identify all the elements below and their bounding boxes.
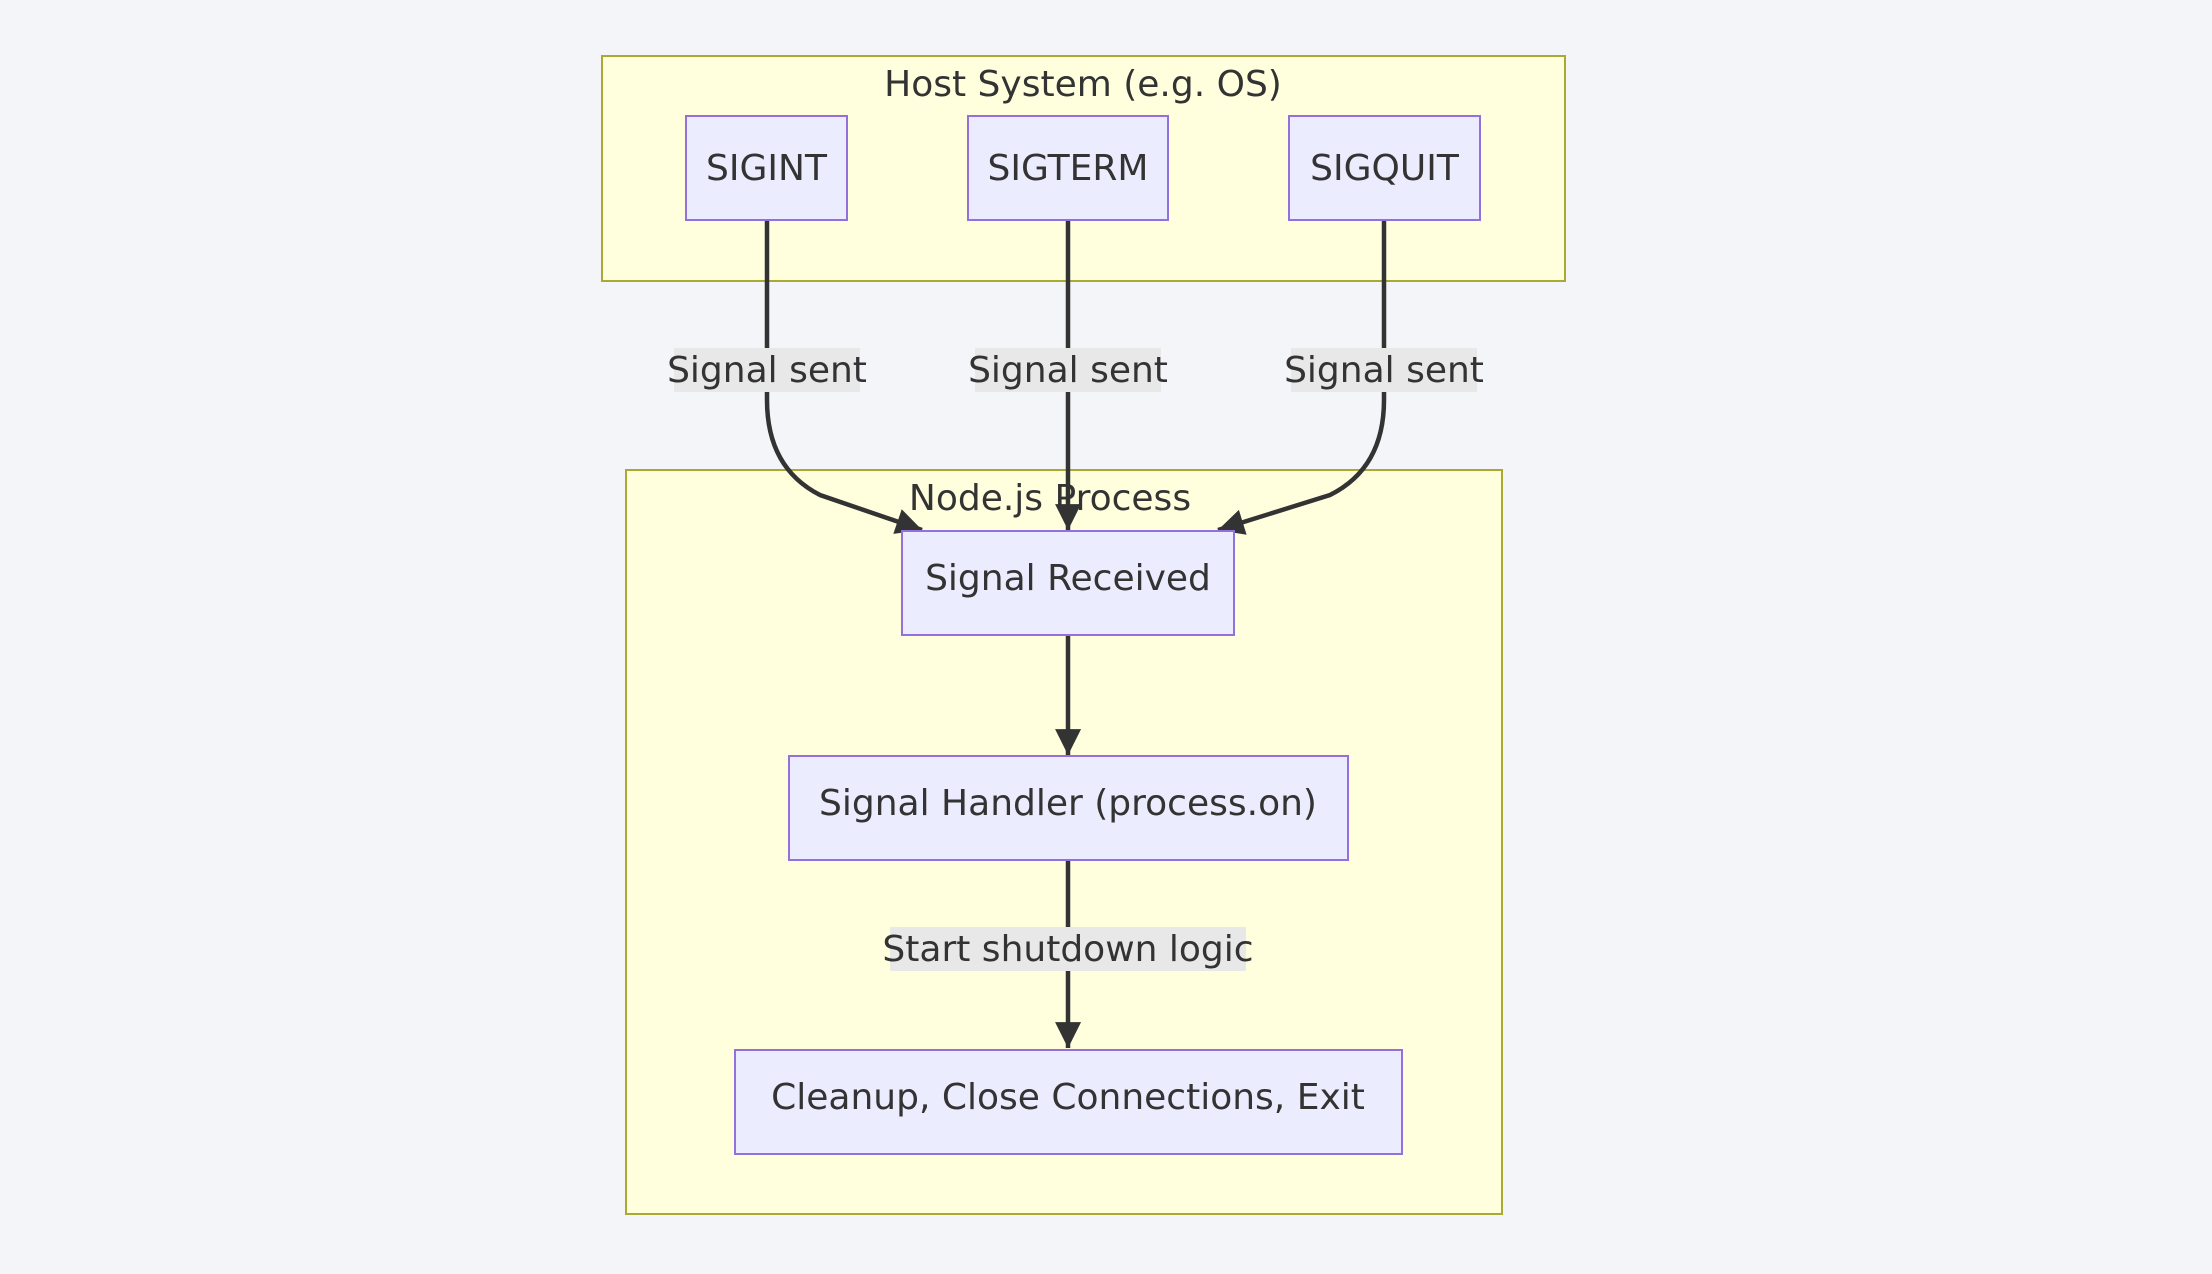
cluster-host-system-label: Host System (e.g. OS) <box>884 64 1282 105</box>
edge-label-sigterm: Signal sent <box>968 348 1168 392</box>
edge-label-shutdown-text: Start shutdown logic <box>882 929 1253 970</box>
edge-label-sigterm-text: Signal sent <box>968 350 1168 391</box>
node-signal-received-label: Signal Received <box>925 558 1211 599</box>
node-signal-handler[interactable]: Signal Handler (process.on) <box>788 755 1349 861</box>
edge-label-sigquit-text: Signal sent <box>1284 350 1484 391</box>
node-sigquit-label: SIGQUIT <box>1310 148 1460 189</box>
node-sigint[interactable]: SIGINT <box>685 115 848 221</box>
node-sigint-label: SIGINT <box>706 148 828 189</box>
node-sigquit[interactable]: SIGQUIT <box>1288 115 1481 221</box>
edge-label-sigquit: Signal sent <box>1284 348 1484 392</box>
edge-sigquit-to-received <box>1217 220 1387 535</box>
edge-label-shutdown: Start shutdown logic <box>882 927 1254 971</box>
node-signal-handler-label: Signal Handler (process.on) <box>819 783 1317 824</box>
edge-label-sigint-text: Signal sent <box>667 350 867 391</box>
node-sigterm-label: SIGTERM <box>988 148 1149 189</box>
cluster-nodejs-process-label: Node.js Process <box>909 478 1191 519</box>
edge-sigint-to-received <box>764 220 923 534</box>
node-cleanup-label: Cleanup, Close Connections, Exit <box>771 1077 1365 1118</box>
edge-label-sigint: Signal sent <box>667 348 867 392</box>
node-sigterm[interactable]: SIGTERM <box>967 115 1169 221</box>
node-signal-received[interactable]: Signal Received <box>901 530 1235 636</box>
node-cleanup[interactable]: Cleanup, Close Connections, Exit <box>734 1049 1403 1155</box>
